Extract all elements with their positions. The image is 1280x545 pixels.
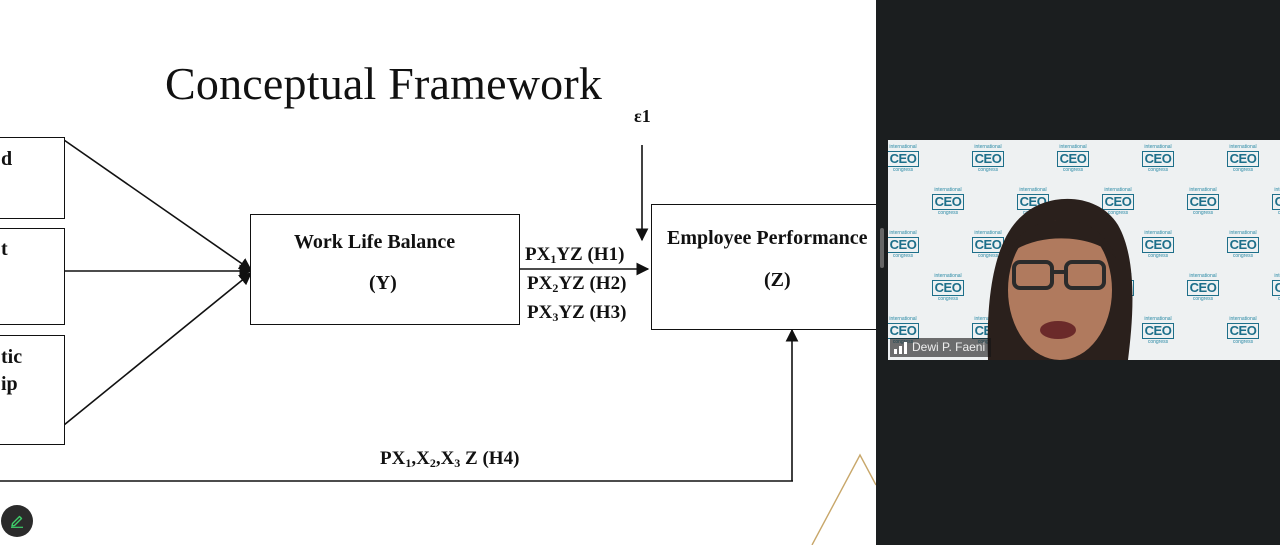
- box-x2-label: t: [1, 238, 8, 260]
- ep-symbol: (Z): [764, 269, 791, 291]
- speaker-silhouette: [987, 198, 1133, 360]
- panel-resize-handle[interactable]: [880, 228, 884, 268]
- box-x2: t: [0, 228, 65, 325]
- pencil-icon: [11, 515, 23, 528]
- path-label-h4: PX1,X2,X3 Z (H4): [380, 448, 520, 470]
- framework-diagram: [0, 139, 876, 545]
- box-work-life-balance: Work Life Balance (Y): [250, 214, 520, 325]
- decorative-triangle: [811, 453, 876, 545]
- path-label-h1: PX1YZ (H1): [525, 244, 625, 266]
- box-x3-label-line1: tic: [1, 346, 23, 368]
- wlb-title: Work Life Balance: [294, 231, 456, 253]
- box-x1-label: d: [1, 148, 13, 170]
- path-label-h3: PX3YZ (H3): [527, 302, 627, 324]
- participant-name: Dewi P. Faeni: [912, 340, 986, 354]
- annotate-button[interactable]: [1, 505, 33, 537]
- presentation-slide: Conceptual Framework d t tic ip Work Lif…: [0, 58, 876, 545]
- box-x3-label-line2: ip: [1, 373, 18, 395]
- arrow-x1-to-y: [63, 139, 253, 271]
- ep-title: Employee Performance: [667, 227, 868, 249]
- signal-bars-icon: [894, 341, 907, 354]
- box-x1: d: [0, 137, 65, 219]
- path-label-h2: PX2YZ (H2): [527, 273, 627, 295]
- box-x3: tic ip: [0, 335, 65, 445]
- slide-title: Conceptual Framework: [165, 58, 603, 109]
- wlb-symbol: (Y): [369, 272, 397, 294]
- arrow-x3-to-y: [63, 272, 252, 426]
- epsilon-label: ε1: [634, 106, 651, 126]
- participant-name-tag: Dewi P. Faeni: [890, 338, 992, 357]
- box-employee-performance: Employee Performance (Z): [651, 204, 876, 330]
